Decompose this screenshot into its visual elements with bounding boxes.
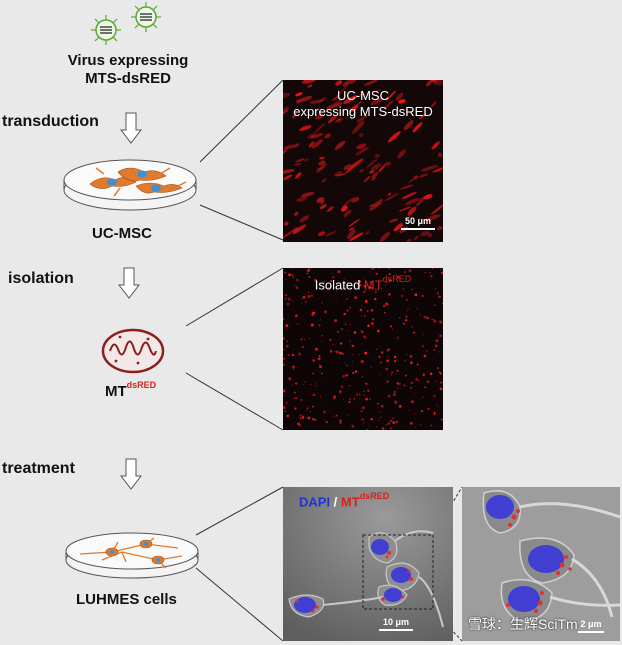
micrograph-isolated-mt: Isolated MTdsRED <box>283 268 443 430</box>
step-isolation: isolation <box>8 270 74 287</box>
petri-dish-luhmes-icon <box>65 532 199 579</box>
panel1-scale-bar: 50 μm <box>401 216 435 230</box>
virus-icon <box>91 2 161 45</box>
watermark: 雪球：生辉SciTm <box>468 616 578 632</box>
panel3-title: DAPI / MTdsRED <box>299 491 390 510</box>
panel2-title: Isolated MTdsRED <box>314 274 412 293</box>
uc-msc-label: UC-MSC <box>92 225 152 242</box>
arrow-down-icon <box>120 458 142 490</box>
mitochondrion-icon <box>101 328 165 374</box>
virus-label: Virus expressing MTS-dsRED <box>67 52 189 87</box>
panel3-scale-bar: 10 μm <box>379 617 413 631</box>
luhmes-label: LUHMES cells <box>76 591 177 608</box>
micrograph-luhmes: DAPI / MTdsRED 10 μm <box>283 487 453 641</box>
luhmes-brightfield-image <box>283 487 453 641</box>
micrograph-luhmes-zoom: 2 μm <box>462 487 620 641</box>
panel1-title: UC-MSC expressing MTS-dsRED <box>293 88 433 119</box>
step-transduction: transduction <box>2 113 99 130</box>
petri-dish-uc-msc-icon <box>63 159 197 211</box>
uc-msc-fluorescence-image <box>283 80 443 242</box>
arrow-down-icon <box>120 112 142 144</box>
luhmes-zoom-image <box>462 487 620 641</box>
arrow-down-icon <box>118 267 140 299</box>
micrograph-uc-msc: UC-MSC expressing MTS-dsRED 50 μm <box>283 80 443 242</box>
isolated-mt-fluorescence-image <box>283 268 443 430</box>
mt-label: MTdsRED <box>105 380 157 400</box>
panel4-scale-bar: 2 μm <box>578 619 604 633</box>
step-treatment: treatment <box>2 460 75 477</box>
